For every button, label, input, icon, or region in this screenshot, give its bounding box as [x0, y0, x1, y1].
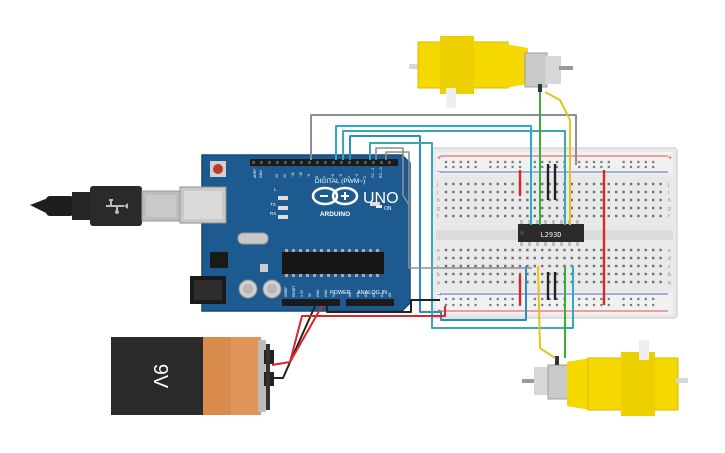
digital-pin-label: ~5: [339, 174, 343, 178]
arduino-uno-board[interactable]: UNO ARDUINO DIGITAL (PWM~) POWER ANALOG …: [179, 154, 411, 312]
analog-pin-label: A3: [372, 293, 376, 297]
row-letter: f: [437, 214, 439, 220]
wire-gray-3: [385, 151, 532, 269]
l-led-label: L: [274, 187, 277, 192]
analog-pin-label: A0: [348, 293, 352, 297]
row-letter: b: [668, 272, 671, 278]
digital-pin-label: ~9: [307, 174, 311, 178]
battery-9v-icon[interactable]: 9V: [111, 337, 274, 415]
tx-led-label: TX: [270, 202, 276, 207]
aref-label: AREF: [253, 169, 257, 178]
wire-cyan: [335, 125, 532, 225]
row-letter: j: [667, 182, 669, 188]
wire-teal: [342, 130, 566, 225]
row-letter: g: [437, 206, 440, 212]
power-header[interactable]: [282, 299, 340, 306]
power-pin-label: Vin: [332, 292, 336, 297]
rail-minus-label: −: [437, 169, 441, 176]
wire-yellow-bottom: [537, 265, 556, 359]
rail-plus-label-right: +: [668, 155, 672, 162]
rail-plus-label: +: [437, 155, 441, 162]
analog-pin-label: A1: [356, 293, 360, 297]
analog-pin-label: A4: [380, 293, 384, 297]
row-letter: h: [437, 198, 440, 204]
brand-label: ARDUINO: [320, 211, 350, 218]
row-letter: a: [437, 280, 440, 286]
rx-led-label: RX: [270, 211, 276, 216]
digital-pin-label: 4: [347, 176, 351, 178]
wire-cyan-2: [349, 135, 527, 321]
wire-gray-2: [375, 147, 410, 206]
power-pin-label: GND: [324, 289, 328, 297]
row-letter: b: [437, 272, 440, 278]
row-letter: h: [668, 198, 671, 204]
digital-pin-label: TX→1: [371, 168, 375, 178]
digital-pin-label: RX←0: [379, 167, 383, 178]
analog-pin-label: A2: [364, 293, 368, 297]
row-letter: i: [437, 190, 438, 196]
row-letter: d: [437, 256, 440, 262]
power-pin-label: 5V: [308, 292, 312, 297]
digital-pin-label: ~10: [299, 172, 303, 178]
wire-black-battery: [273, 305, 316, 379]
row-letter: j: [436, 182, 438, 188]
wires: [271, 91, 606, 379]
power-label: POWER: [330, 290, 351, 296]
power-pin-label: 3.3V: [300, 289, 304, 297]
arduino-logo: [311, 186, 359, 206]
chip-label: L293D: [540, 231, 561, 239]
battery-label: 9V: [149, 364, 171, 389]
digital-pin-label: 7: [323, 176, 327, 178]
atmega-chip: [282, 252, 384, 274]
wire-gray: [310, 114, 577, 165]
row-letter: e: [668, 248, 671, 254]
analog-pin-label: A5: [388, 293, 392, 297]
digital-pin-label: 13: [275, 174, 279, 178]
gnd-label: GND: [259, 170, 263, 178]
ic-chip-icon: [520, 231, 524, 235]
digital-pin-label: 2: [363, 176, 367, 178]
row-letter: c: [437, 264, 440, 270]
breadboard-holes: [444, 160, 662, 307]
row-letter: f: [668, 214, 670, 220]
wire-black: [326, 299, 440, 313]
power-pin-label: IOREF: [284, 287, 288, 297]
on-led-label: ON: [384, 206, 392, 212]
wire-yellow-top: [544, 91, 571, 225]
digital-pin-label: ~6: [331, 174, 335, 178]
power-pin-label: GND: [316, 289, 320, 297]
row-letter: d: [668, 256, 671, 262]
analog-label: ANALOG IN: [357, 290, 387, 296]
row-letter: c: [668, 264, 671, 270]
analog-header[interactable]: [346, 299, 394, 306]
digital-pin-label: 8: [315, 176, 319, 178]
wire-red: [271, 305, 446, 366]
row-letter: a: [668, 280, 671, 286]
dc-motor-icon[interactable]: [522, 340, 688, 416]
row-letter: i: [668, 190, 669, 196]
row-letter: e: [437, 248, 440, 254]
digital-label: DIGITAL (PWM~): [315, 178, 365, 185]
digital-pin-label: ~3: [355, 174, 359, 178]
power-pin-label: RESET: [292, 286, 296, 297]
dc-motor-icon[interactable]: [409, 36, 573, 108]
usb-cable-icon: [30, 186, 181, 226]
wire-teal-2: [369, 142, 574, 329]
row-letter: g: [668, 206, 671, 212]
rail-minus-label-bottom: −: [437, 292, 441, 299]
model-label: UNO: [363, 190, 399, 207]
digital-pin-label: ~11: [291, 172, 295, 178]
digital-pin-label: 12: [283, 174, 287, 178]
